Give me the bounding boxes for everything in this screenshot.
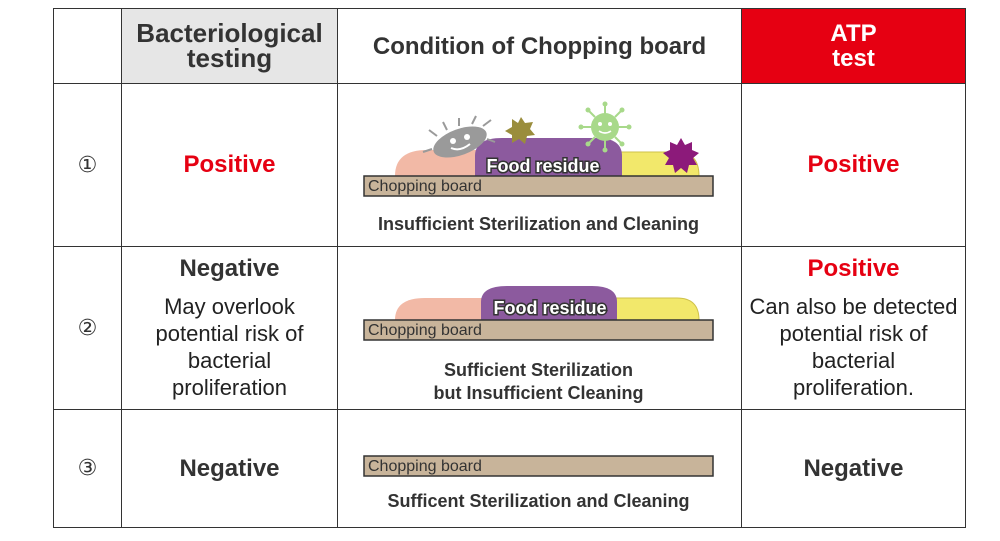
chopping-board	[363, 175, 714, 197]
result-negative: Negative	[179, 454, 280, 482]
chopping-board-label: Chopping board	[368, 178, 482, 195]
purple-bacteria-icon	[663, 138, 699, 173]
result-note: Can also be detected potential risk of b…	[749, 294, 958, 400]
column-divider	[741, 9, 742, 527]
food-residue-label: Food residue	[486, 156, 599, 176]
row-divider	[54, 246, 965, 247]
bacteriological-result: Positive	[122, 84, 337, 246]
atp-result: Positive Can also be detected potential …	[742, 247, 965, 409]
row-divider	[54, 409, 965, 410]
result-note: May overlook potential risk of bacterial…	[155, 294, 304, 400]
comparison-table: Bacteriological testing Condition of Cho…	[53, 8, 966, 528]
condition-caption: Sufficient Sterilization but Insufficien…	[337, 359, 740, 405]
food-residue-purple	[475, 138, 622, 176]
result-negative: Negative	[179, 255, 280, 282]
row-number-label: ③	[77, 456, 98, 481]
atp-result: Positive	[742, 84, 965, 246]
result-positive: Positive	[183, 151, 276, 178]
unclean-board-illustration: Chopping board Food residue	[363, 286, 714, 341]
green-virus-icon	[578, 101, 632, 153]
result-positive: Positive	[807, 151, 900, 178]
column-divider	[337, 9, 338, 527]
chopping-board	[363, 319, 714, 341]
row-number: ③	[54, 410, 121, 527]
olive-bacteria-icon	[505, 117, 535, 144]
chopping-board	[363, 455, 714, 477]
chopping-board-label: Chopping board	[368, 458, 482, 475]
result-negative: Negative	[803, 454, 904, 482]
condition-caption: Insufficient Sterilization and Cleaning	[377, 214, 700, 234]
bacteriological-result: Negative	[122, 410, 337, 527]
row-divider	[54, 83, 965, 84]
condition-caption-line: but Insufficient Cleaning	[433, 383, 644, 403]
header-atp-label: ATP test	[830, 20, 877, 72]
clean-board-illustration: Chopping board	[363, 455, 714, 477]
result-positive: Positive	[807, 255, 900, 282]
food-residue-purple	[481, 286, 617, 320]
row-number: ②	[54, 247, 121, 409]
header-condition: Condition of Chopping board	[338, 9, 741, 83]
header-bacteriological-label: Bacteriological testing	[136, 18, 323, 73]
row-number-label: ①	[77, 152, 98, 178]
food-residue-label: Food residue	[493, 298, 606, 318]
condition-caption: Sufficent Sterilization and Cleaning	[387, 491, 690, 511]
row-number: ①	[54, 84, 121, 246]
chopping-board-label: Chopping board	[368, 322, 482, 339]
header-condition-label: Condition of Chopping board	[372, 32, 707, 60]
header-atp: ATP test	[742, 9, 965, 83]
bacteriological-result: Negative May overlook potential risk of …	[122, 247, 337, 409]
atp-result: Negative	[742, 410, 965, 527]
header-bacteriological: Bacteriological testing	[122, 9, 337, 83]
grey-bacteria-icon	[422, 115, 496, 158]
row-number-label: ②	[77, 315, 98, 341]
dirty-board-illustration: Chopping board Food residue	[363, 101, 714, 197]
condition-caption-line: Sufficient Sterilization	[443, 360, 634, 380]
column-divider	[121, 9, 122, 527]
